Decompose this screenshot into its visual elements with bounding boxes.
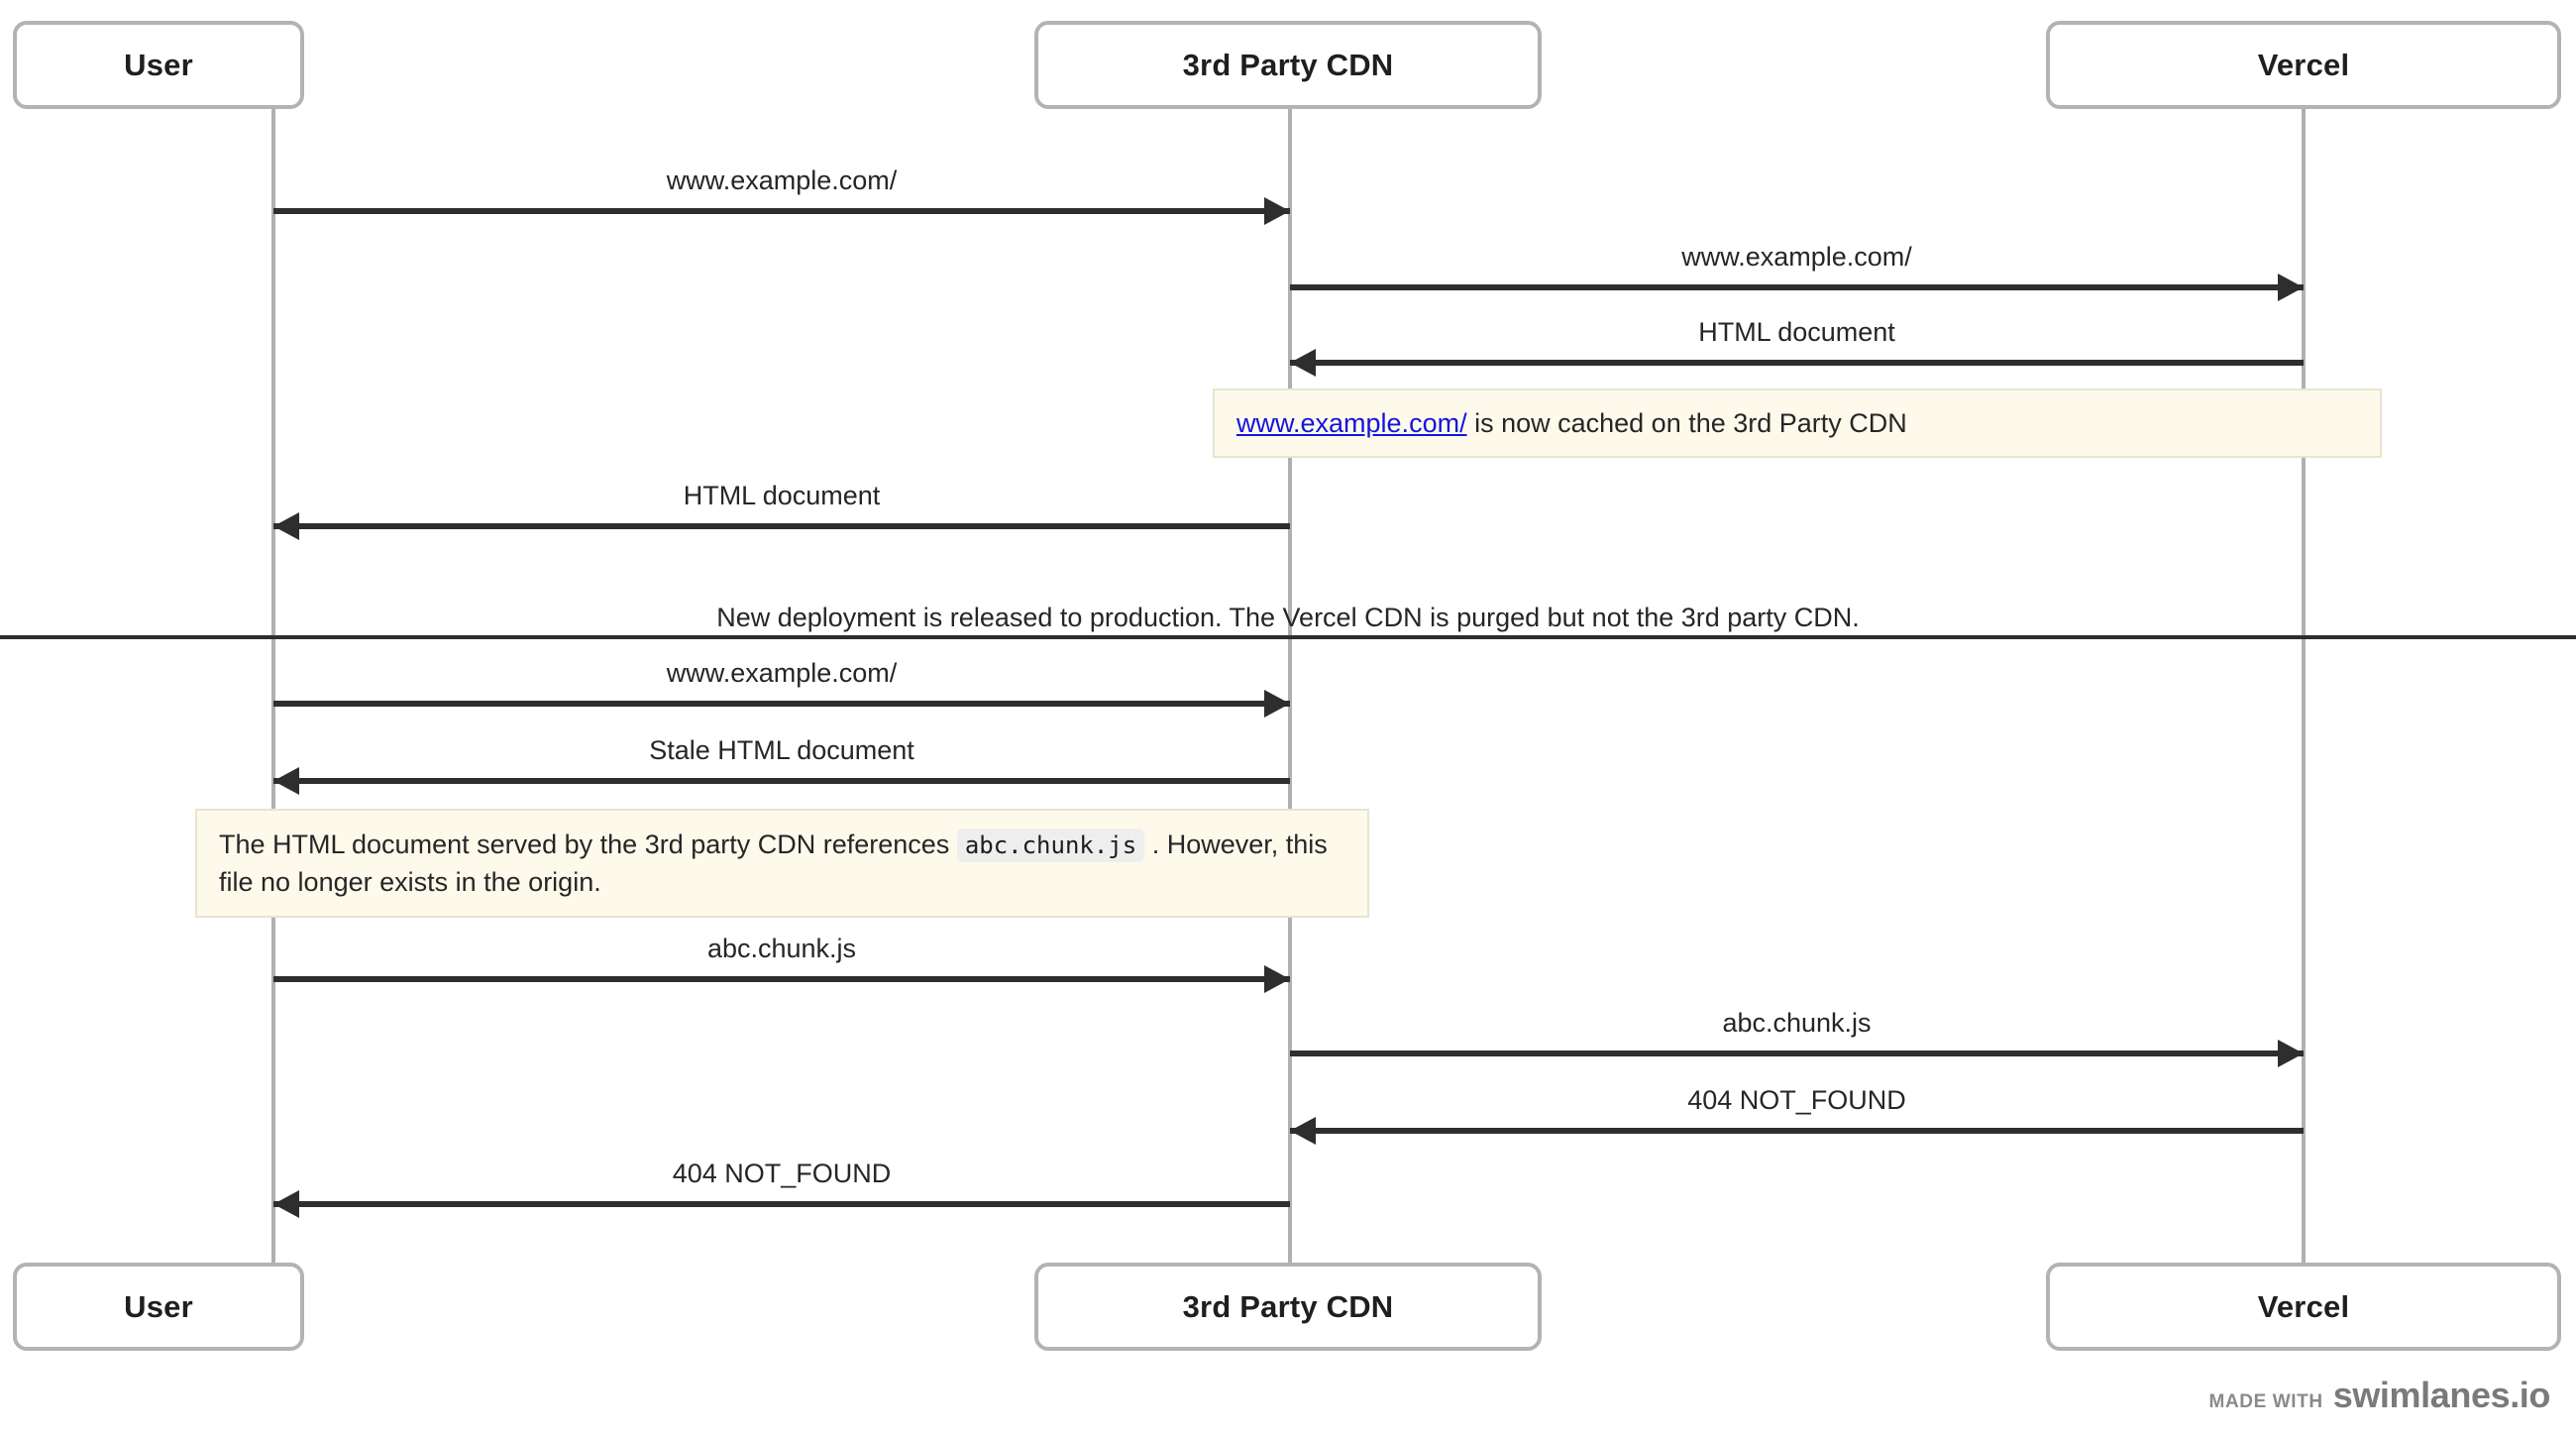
message-6-label: Stale HTML document [649,735,914,765]
actor-label-3rd-party-cdn-bottom: 3rd Party CDN [1182,1288,1394,1324]
message-1-label: www.example.com/ [666,166,898,195]
message-4-label: HTML document [683,481,881,510]
note-abc-chunk-missing-text: The HTML document served by the 3rd part… [219,826,1345,902]
message-1-line [273,208,1290,214]
actor-label-3rd-party-cdn-top: 3rd Party CDN [1182,47,1394,82]
message-3-label: HTML document [1698,317,1895,347]
message-2-line [1290,284,2304,290]
actor-box-3rd-party-cdn-top[interactable]: 3rd Party CDN [1034,21,1542,109]
message-7-line [273,976,1290,982]
actor-box-vercel-top[interactable]: Vercel [2046,21,2561,109]
footer-made-with-label: MADE WITH [2208,1391,2323,1412]
message-9-line [1290,1128,2304,1134]
actor-label-vercel-bottom: Vercel [2257,1288,2350,1324]
message-8-arrowhead-icon [2278,1040,2304,1067]
message-8-line [1290,1051,2304,1056]
message-9-arrowhead-icon [1290,1117,1316,1145]
message-8-label: abc.chunk.js [1722,1008,1872,1038]
message-3-line [1290,360,2304,366]
message-6-line [273,778,1290,784]
note-link-www-example-com[interactable]: www.example.com/ [1236,407,1467,438]
actor-label-vercel-top: Vercel [2257,47,2350,82]
message-10-line [273,1201,1290,1207]
actor-box-vercel-bottom[interactable]: Vercel [2046,1263,2561,1351]
message-5-label: www.example.com/ [666,658,898,688]
footer-attribution[interactable]: MADE WITH swimlanes.io [2208,1375,2551,1416]
actor-box-user-bottom[interactable]: User [13,1263,304,1351]
lifeline-user [271,109,275,1263]
message-4-arrowhead-icon [273,512,299,540]
note-code-abc-chunk-js: abc.chunk.js [956,828,1145,862]
message-4-line [273,523,1290,529]
message-6-arrowhead-icon [273,767,299,795]
message-9-label: 404 NOT_FOUND [1687,1085,1906,1115]
note-cached-on-cdn-suffix: is now cached on the 3rd Party CDN [1466,407,1907,438]
note-abc-chunk-suffix: . However, this file no longer exists in… [219,829,1328,897]
message-10-label: 404 NOT_FOUND [672,1159,892,1188]
divider-rule [0,635,2576,639]
note-abc-chunk-missing: The HTML document served by the 3rd part… [195,809,1369,918]
actor-label-user-top: User [124,47,193,82]
message-10-arrowhead-icon [273,1190,299,1218]
actor-box-3rd-party-cdn-bottom[interactable]: 3rd Party CDN [1034,1263,1542,1351]
note-abc-chunk-prefix: The HTML document served by the 3rd part… [219,829,957,859]
footer-brand-swimlanes: swimlanes.io [2332,1375,2551,1415]
message-2-label: www.example.com/ [1681,242,1912,272]
lifeline-vercel [2302,109,2306,1263]
divider-label: New deployment is released to production… [716,603,1860,632]
message-7-label: abc.chunk.js [706,934,857,963]
actor-box-user-top[interactable]: User [13,21,304,109]
message-5-arrowhead-icon [1264,690,1290,718]
actor-label-user-bottom: User [124,1288,193,1324]
message-7-arrowhead-icon [1264,965,1290,993]
lifeline-3rd-party-cdn [1288,109,1292,1263]
message-3-arrowhead-icon [1290,349,1316,377]
message-5-line [273,701,1290,707]
message-1-arrowhead-icon [1264,197,1290,225]
message-2-arrowhead-icon [2278,274,2304,301]
note-cached-on-cdn-text: www.example.com/ is now cached on the 3r… [1236,404,1907,442]
note-cached-on-cdn: www.example.com/ is now cached on the 3r… [1213,388,2382,458]
